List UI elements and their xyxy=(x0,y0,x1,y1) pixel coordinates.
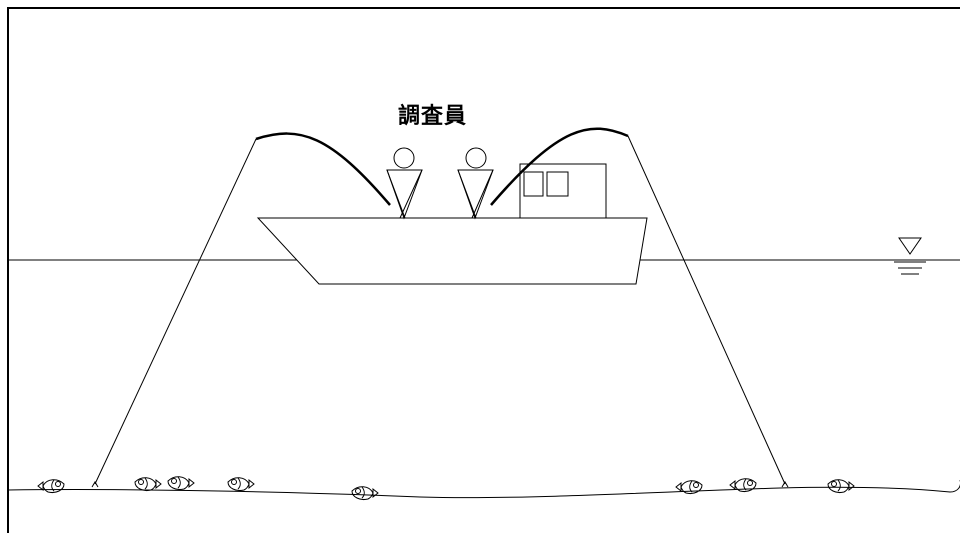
frame xyxy=(8,8,960,533)
boat-icon xyxy=(258,164,647,284)
fish-icon xyxy=(38,480,64,493)
label-investigators: 調査員 xyxy=(398,104,468,129)
fish-icon xyxy=(135,478,161,491)
cabin xyxy=(520,164,606,218)
water-level-symbol xyxy=(894,238,926,274)
fish-icon xyxy=(828,480,854,493)
fish-icon xyxy=(730,479,756,492)
fish-icon xyxy=(228,478,254,491)
cabin-window xyxy=(524,172,543,196)
fish-icon xyxy=(352,487,378,500)
fishing-net-icon xyxy=(92,129,788,487)
seabed-line xyxy=(8,480,960,498)
fish-icon xyxy=(676,481,702,494)
person-icon xyxy=(458,148,493,218)
fish-group xyxy=(38,477,854,500)
person-icon xyxy=(387,148,422,218)
cabin-window xyxy=(547,172,568,196)
fish-icon xyxy=(168,477,194,490)
